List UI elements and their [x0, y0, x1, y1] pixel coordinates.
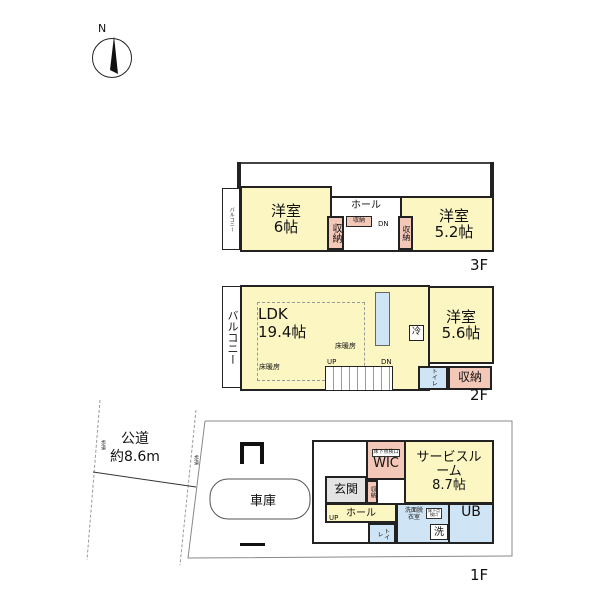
compass-n-label: N: [98, 22, 107, 35]
sidewalk-label-left: 歩道: [100, 440, 106, 450]
floor1-toilet: トイレ: [368, 523, 396, 544]
floor1-up: UP: [329, 514, 339, 522]
road-label: 公道約8.6m: [110, 431, 160, 466]
north-arrow-icon: [110, 36, 118, 74]
floor2-stairs: [325, 366, 393, 391]
floor2-toilet: トイレ: [418, 366, 448, 390]
floor2-storage: 収納: [448, 366, 492, 390]
floor2-floor-heating-area: [257, 302, 365, 381]
floor2-label: 2F: [470, 386, 489, 404]
floor-heating-label-2: 床暖房: [259, 363, 280, 371]
compass: [92, 38, 132, 78]
washroom: 洗面脱衣室床下点検口: [396, 503, 450, 544]
floor3-dn: DN: [378, 220, 389, 228]
floor3-label: 3F: [470, 256, 489, 274]
garage-label: 車庫: [250, 494, 277, 509]
floor3-storage-hall: 収納: [346, 216, 372, 227]
floor-heating-label: 床暖房: [335, 342, 356, 350]
floor3-balcony: バルコニー: [222, 188, 240, 250]
entrance: 玄関: [325, 476, 367, 504]
floor2-up: UP: [327, 358, 337, 366]
floor3-storage-left: 収納: [327, 216, 344, 250]
sidewalk-label-right: 歩道: [193, 455, 199, 465]
kitchen-counter: [375, 292, 390, 346]
washer: 洗: [430, 524, 448, 540]
floor1-label: 1F: [470, 566, 489, 584]
unit-bath: UB: [448, 503, 494, 544]
floor3-storage-right: 収納: [398, 216, 413, 250]
shoe-storage: 収納: [366, 480, 378, 504]
floor3-outline: [237, 162, 493, 164]
fridge: 冷: [409, 325, 424, 341]
floor2-dn: DN: [381, 358, 392, 366]
